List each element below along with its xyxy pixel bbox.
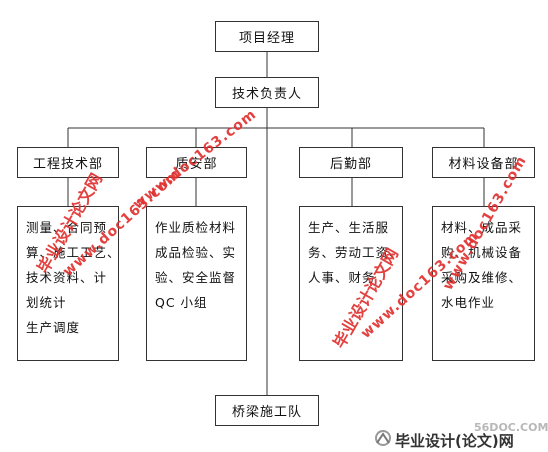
brand-logo-text: 56DOC.COM [474, 421, 548, 434]
desc-line: 生产、生活服 [308, 220, 390, 235]
desc-line: 技术资料、计 [26, 270, 108, 285]
desc-line: 作业质检材料 [155, 220, 237, 235]
dept-label: 质安部 [175, 157, 218, 172]
dept-label: 材料设备部 [448, 157, 519, 172]
desc-line: 划统计 [26, 295, 67, 310]
desc-line: 采购及维修、 [441, 270, 523, 285]
desc-line: 购、机械设备 [441, 245, 523, 260]
tech-lead-label: 技术负责人 [231, 87, 302, 102]
dept-label: 后勤部 [329, 157, 372, 172]
desc-line: 人事、财务 [308, 270, 376, 285]
desc-line: 务、劳动工资、 [308, 245, 403, 260]
desc-line: 生产调度 [26, 320, 81, 335]
dept-box-logistics: 后勤部 [299, 147, 403, 178]
dept-label: 工程技术部 [32, 157, 103, 172]
desc-line: QC 小组 [155, 295, 208, 310]
project-manager-label: 项目经理 [238, 31, 295, 46]
dept-desc-logistics: 生产、生活服 务、劳动工资、 人事、财务 [299, 206, 403, 361]
desc-line: 水电作业 [441, 295, 496, 310]
desc-line: 测量、合同预 [26, 220, 108, 235]
dept-desc-engineering: 测量、合同预 算、施工工艺、 技术资料、计 划统计 生产调度 [17, 206, 121, 361]
desc-line: 成品检验、实 [155, 245, 237, 260]
brand-logo-icon [375, 430, 391, 446]
dept-desc-quality-safety: 作业质检材料 成品检验、实 验、安全监督 QC 小组 [146, 206, 247, 361]
dept-box-engineering: 工程技术部 [17, 147, 119, 178]
desc-line: 算、施工工艺、 [26, 245, 121, 260]
brand-text: 毕业设计(论文)网 [395, 432, 514, 450]
project-manager-box: 项目经理 [215, 21, 319, 52]
bridge-team-label: 桥梁施工队 [231, 405, 302, 420]
dept-box-quality-safety: 质安部 [146, 147, 247, 178]
desc-line: 材料、成品采 [441, 220, 523, 235]
dept-desc-materials-equipment: 材料、成品采 购、机械设备 采购及维修、 水电作业 [432, 206, 535, 361]
desc-line: 验、安全监督 [155, 270, 237, 285]
tech-lead-box: 技术负责人 [215, 77, 319, 108]
bridge-team-box: 桥梁施工队 [215, 395, 319, 426]
dept-box-materials-equipment: 材料设备部 [432, 147, 535, 178]
